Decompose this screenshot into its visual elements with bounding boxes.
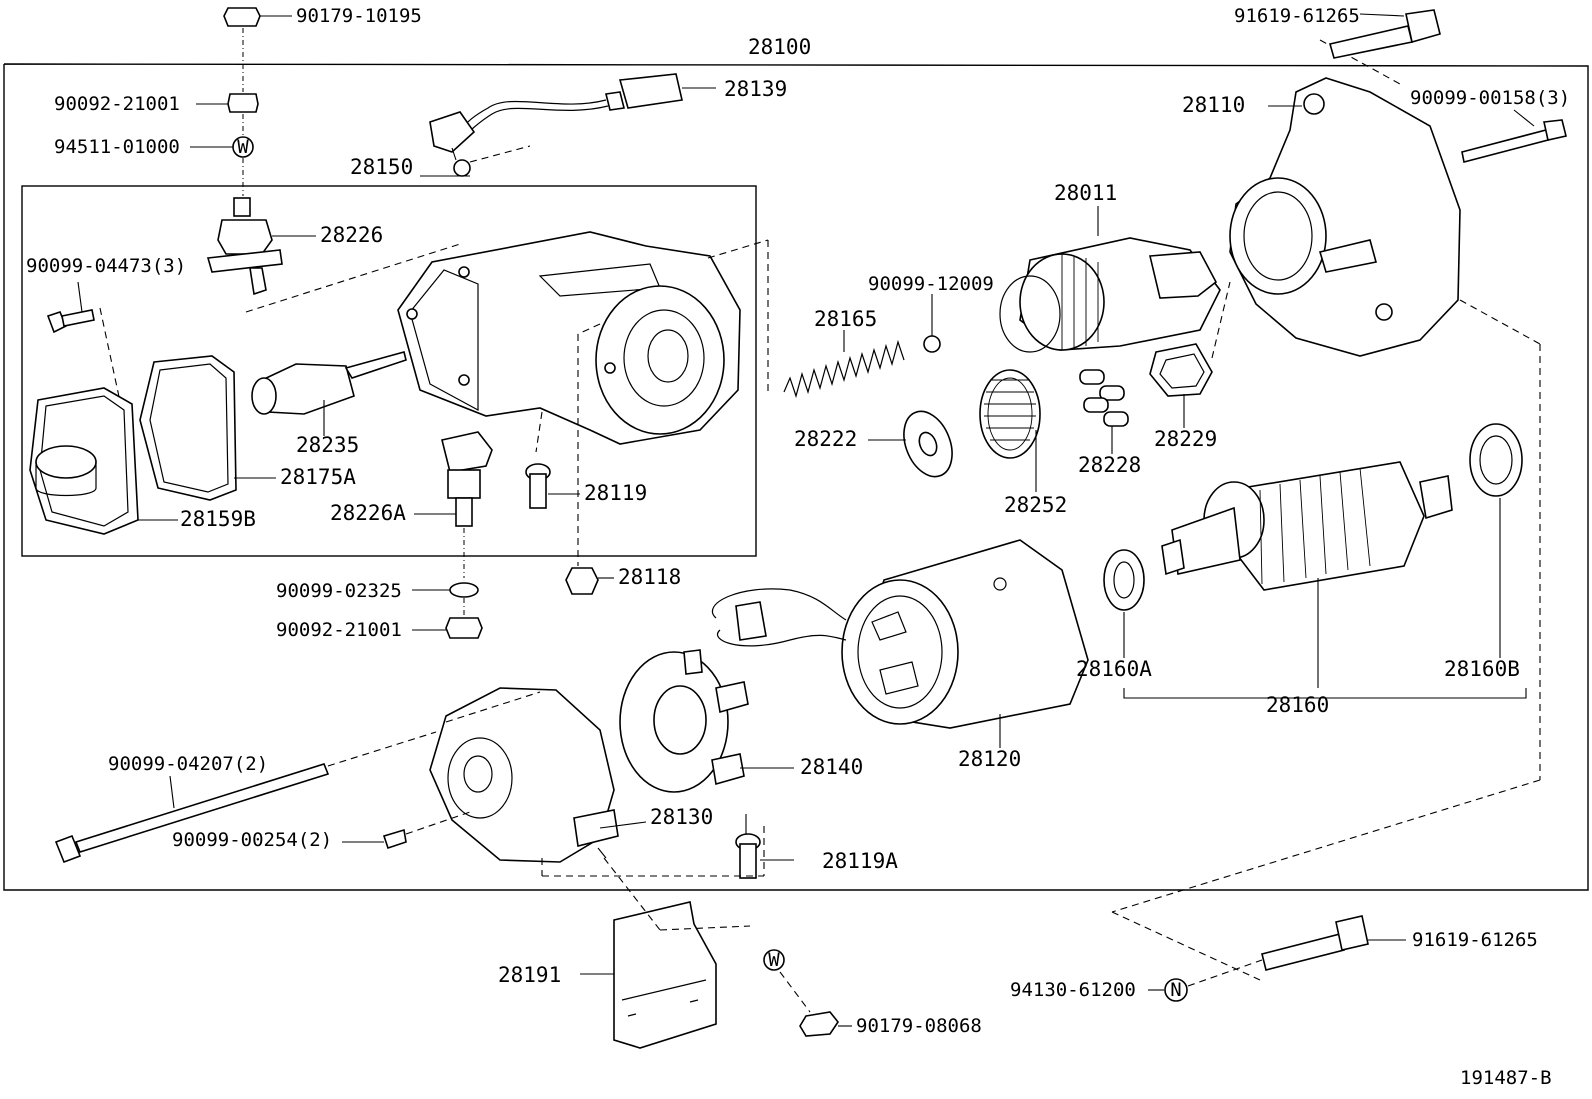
bolt-90099-04473 [46,281,95,334]
nut-28118 [565,567,614,595]
terminal-28226 [206,197,316,296]
label-28222: 28222 [794,427,857,451]
label-28110: 28110 [1182,93,1245,117]
armature-28160 [1161,461,1453,688]
label-28191: 28191 [498,963,561,987]
bolt-91619-61265-top [1328,9,1441,59]
assembly-frame-28100 [3,63,1589,891]
label-28011: 28011 [1054,181,1117,205]
bolt-91619-61265-bottom [1261,915,1406,971]
label-28130: 28130 [650,805,713,829]
bracket-28191 [580,901,717,1049]
label-28139: 28139 [724,77,787,101]
screw-28119 [525,463,580,509]
nut-90092-21001-bottom [412,617,483,639]
label-90092-21001-top: 90092-21001 [54,93,180,115]
end-frame-28130 [429,687,647,863]
bracket-28160 [1123,688,1527,699]
cover-28159b [29,387,178,535]
nut-90092-21001-top [196,93,259,113]
nut-n-94130-61200: N [1148,978,1188,1002]
label-28119a: 28119A [822,849,898,873]
label-28235: 28235 [296,433,359,457]
washer-w-mark: W [237,136,249,158]
nut-90179-10195 [223,7,292,27]
label-90099-00254: 90099-00254(2) [172,829,332,851]
nut-90179-08068 [799,1011,852,1037]
bolt-90099-00158 [1461,109,1567,163]
screw-90099-00254 [342,828,407,850]
label-90099-04473: 90099-04473(3) [26,255,186,277]
label-94511-01000: 94511-01000 [54,136,180,158]
washer-w-mark-bottom: W [768,949,780,971]
washer-94511-01000: W [190,136,254,158]
label-28159b: 28159B [180,507,256,531]
label-90099-04207: 90099-04207(2) [108,753,268,775]
label-91619-61265-bottom: 91619-61265 [1412,929,1538,951]
washer-w-bottom: W [763,949,785,971]
label-91619-61265-top: 91619-61265 [1234,5,1360,27]
terminal-28226a [414,431,493,527]
label-28100: 28100 [748,35,811,59]
label-28119: 28119 [584,481,647,505]
retainer-28229 [1149,343,1213,428]
label-90092-21001-bottom: 90092-21001 [276,619,402,641]
washer-28222 [868,410,953,478]
clutch-28011 [999,206,1221,353]
subassembly-frame-28150 [21,185,757,557]
label-28229: 28229 [1154,427,1217,451]
brush-holder-28140 [619,649,794,793]
label-90179-08068: 90179-08068 [856,1015,982,1037]
nut-n-mark: N [1170,979,1181,1001]
label-94130-61200: 94130-61200 [1010,979,1136,1001]
label-28120: 28120 [958,747,1021,771]
label-28228: 28228 [1078,453,1141,477]
label-28160: 28160 [1266,693,1329,717]
bearing-28160a [1103,549,1145,658]
plunger-28235 [251,351,407,436]
label-28226a: 28226A [330,501,406,525]
through-bolt-90099-04207 [54,763,330,864]
label-28252: 28252 [1004,493,1067,517]
ball-90099-12009 [923,294,941,353]
drive-housing-28110 [1229,77,1461,357]
rollers-28228 [1079,369,1129,454]
label-28165: 28165 [814,307,877,331]
label-90099-00158: 90099-00158(3) [1410,87,1570,109]
bearing-28160b [1469,423,1523,658]
label-28175a: 28175A [280,465,356,489]
label-90099-12009: 90099-12009 [868,273,994,295]
label-28140: 28140 [800,755,863,779]
gasket-28175a [139,355,276,501]
yoke-28120 [711,539,1089,748]
label-28160b: 28160B [1444,657,1520,681]
washer-90099-02325 [412,582,479,598]
figure-code: 191487-B [1460,1067,1552,1089]
screw-28119a [735,814,794,879]
label-28226: 28226 [320,223,383,247]
label-90099-02325: 90099-02325 [276,580,402,602]
label-28118: 28118 [618,565,681,589]
idler-gear-28252 [979,369,1041,492]
housing-28150 [397,231,741,445]
spring-28165 [783,330,905,399]
label-28150: 28150 [350,155,413,179]
label-28160a: 28160A [1076,657,1152,681]
label-90179-10195: 90179-10195 [296,5,422,27]
